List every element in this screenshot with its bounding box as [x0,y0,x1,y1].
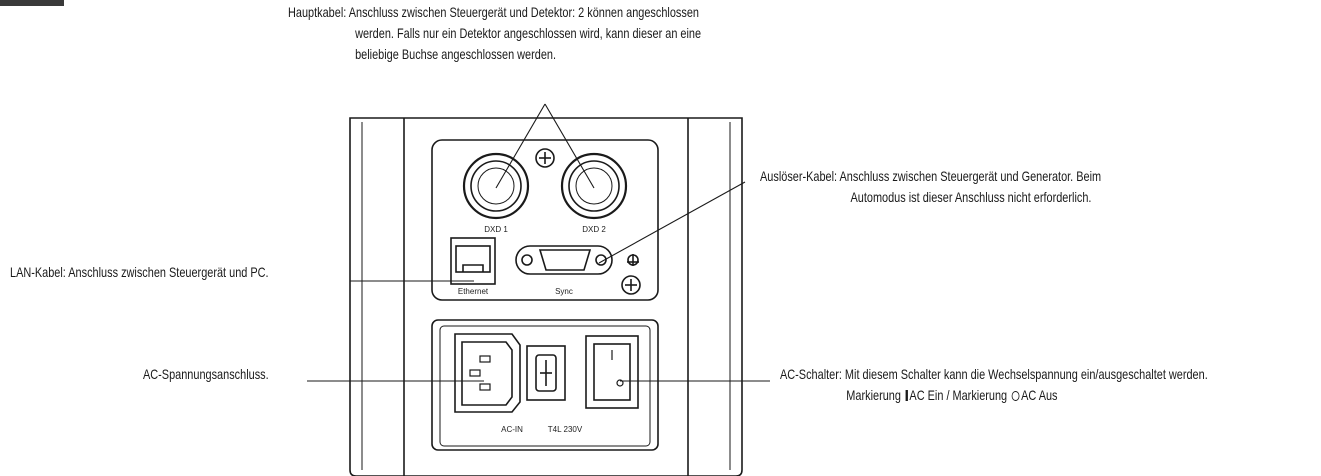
dxd2-label: DXD 2 [582,225,606,234]
callout-hauptkabel-right [544,103,595,189]
power-panel [431,319,659,451]
ac-inlet [454,333,521,413]
ac-in-label: AC-IN [501,425,523,434]
callout-ausloeser [598,181,746,264]
ac-switch [585,335,639,409]
dxd2-connector [560,152,628,220]
device-housing [349,117,743,476]
ac-schalter-label: AC-Schalter: Mit diesem Schalter kann di… [780,366,1208,403]
ethernet-label: Ethernet [458,287,489,296]
power-off-mark-icon [1011,391,1020,401]
fuse-rating-label: T4L 230V [548,425,583,434]
power-on-mark-icon [905,390,908,401]
lan-label: LAN-Kabel: Anschluss zwischen Steuergerä… [10,264,269,280]
sync-port [515,245,613,275]
dxd1-label: DXD 1 [484,225,508,234]
sync-label: Sync [555,287,573,296]
ground-icon [627,254,639,266]
hauptkabel-label: Hauptkabel: Anschluss zwischen Steuerger… [288,4,702,62]
dxd1-connector [462,152,530,220]
ausloeser-label: Auslöser-Kabel: Anschluss zwischen Steue… [760,168,1102,205]
ethernet-port [450,237,496,285]
top-left-bar [0,0,64,6]
ground-screw-icon [621,275,641,295]
callout-hauptkabel-left [495,103,546,189]
fuse-holder [526,345,566,401]
ac-anschluss-label: AC-Spannungsanschluss. [143,366,269,382]
connector-panel [431,139,659,301]
screw-icon [535,148,555,168]
